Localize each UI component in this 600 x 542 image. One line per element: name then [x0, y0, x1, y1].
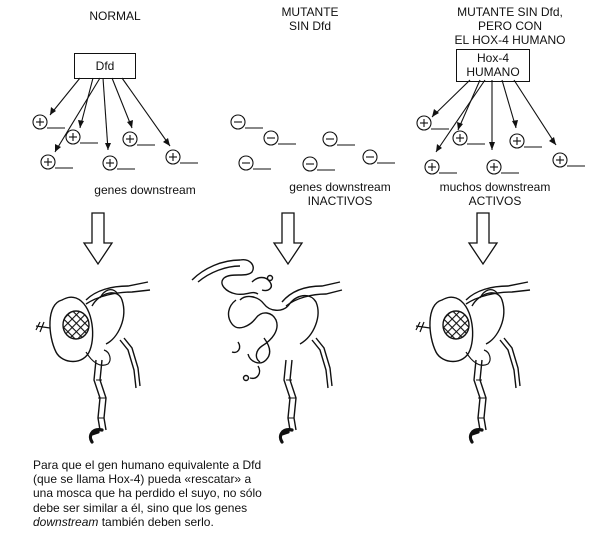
rescued-fly-head	[414, 280, 532, 444]
panel-2-status: genes downstream INACTIVOS	[275, 180, 405, 208]
gene-active-1	[32, 114, 65, 130]
panel-1-title-line: NORMAL	[89, 9, 141, 23]
hox4-gene-label-line-2: HUMANO	[466, 65, 520, 79]
gene-active-2	[65, 129, 98, 145]
gene-active-3	[122, 131, 155, 147]
gene-active-11	[486, 159, 519, 175]
panel-1-title: NORMAL	[60, 9, 170, 23]
hox4-gene-box: Hox-4 HUMANO	[456, 49, 530, 82]
gene-active-7	[416, 115, 449, 131]
gene-active-8	[452, 130, 485, 146]
caption-downstream-emphasis: downstream	[33, 514, 99, 529]
panel-2-status-line-1: genes downstream	[289, 180, 391, 194]
gene-inactive-5	[302, 156, 335, 172]
panel-3-genes	[416, 115, 585, 175]
gene-inactive-6	[362, 149, 395, 165]
caption-line-3: una mosca que ha perdido el suyo, no sól…	[33, 486, 262, 501]
gene-inactive-2	[263, 130, 296, 146]
gene-active-6	[165, 149, 198, 165]
caption-line-2: (que se llama Hox-4) pueda «rescatar» a	[33, 472, 252, 487]
gene-active-10	[424, 159, 457, 175]
figure-caption: Para que el gen humano equivalente a Dfd…	[33, 458, 323, 529]
gene-active-12	[552, 152, 585, 168]
caption-line-5: downstream también deben serlo.	[33, 515, 323, 529]
down-arrow-3	[467, 212, 499, 266]
panel-1-genes	[32, 114, 198, 171]
panel-3-status: muchos downstream ACTIVOS	[425, 180, 565, 208]
panel-3-title-line-1: MUTANTE SIN Dfd,	[457, 5, 563, 19]
gene-inactive-4	[238, 155, 271, 171]
gene-inactive-1	[230, 114, 263, 130]
caption-line-1: Para que el gen humano equivalente a Dfd	[33, 458, 262, 472]
mutant-fly-head	[191, 258, 343, 444]
panel-2-title: MUTANTE SIN Dfd	[250, 5, 370, 33]
panel-1-regulation-arrows	[49, 77, 171, 153]
panel-3-title: MUTANTE SIN Dfd, PERO CON EL HOX-4 HUMAN…	[430, 5, 590, 47]
gene-active-9	[509, 133, 542, 149]
panel-3-title-line-2: PERO CON	[477, 19, 542, 33]
panel-3-status-line-2: ACTIVOS	[468, 194, 522, 208]
normal-fly-head	[34, 280, 152, 444]
gene-inactive-3	[322, 131, 355, 147]
panel-3-regulation-arrows	[431, 79, 557, 153]
dfd-gene-box: Dfd	[74, 53, 136, 79]
panel-2-title-line-1: MUTANTE	[281, 5, 339, 19]
panel-2-status-line-2: INACTIVOS	[307, 194, 373, 208]
panel-2-title-line-2: SIN Dfd	[288, 19, 331, 33]
caption-line-4: debe ser similar a él, sino que los gene…	[33, 500, 248, 515]
panel-3-title-line-3: EL HOX-4 HUMANO	[454, 33, 566, 47]
hox4-gene-label-line-1: Hox-4	[476, 51, 509, 65]
panel-1-arrowheads	[50, 107, 170, 152]
caption-line-5-rest: también deben serlo.	[98, 514, 214, 529]
panel-3-status-line-1: muchos downstream	[439, 180, 551, 194]
down-arrow-1	[82, 212, 114, 266]
panel-3-arrowheads	[432, 109, 556, 152]
dfd-gene-label: Dfd	[95, 59, 115, 73]
panel-1-status: genes downstream	[80, 183, 210, 197]
panel-2-genes	[230, 114, 395, 172]
gene-active-4	[40, 154, 73, 170]
panel-1-status-line: genes downstream	[94, 183, 196, 197]
down-arrow-2	[272, 212, 304, 266]
gene-active-5	[102, 155, 135, 171]
